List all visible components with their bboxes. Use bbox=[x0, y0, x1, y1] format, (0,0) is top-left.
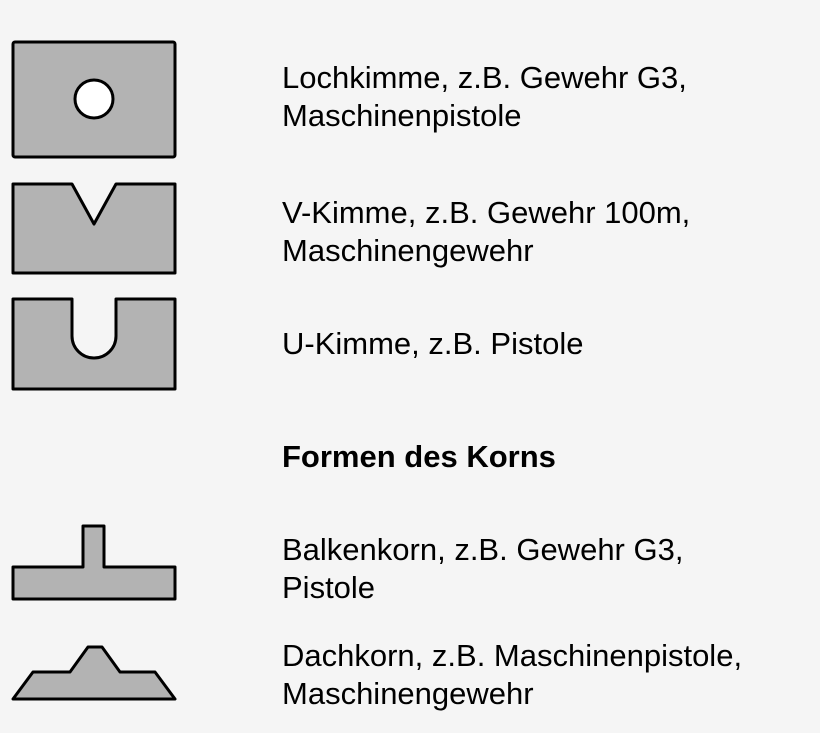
label-dachkorn-line2: Maschinengewehr bbox=[282, 676, 534, 711]
label-v-kimme-line1: V-Kimme, z.B. Gewehr 100m, bbox=[282, 195, 691, 230]
section-heading-korn: Formen des Korns bbox=[282, 439, 556, 474]
front-sight-post-icon bbox=[11, 524, 177, 601]
rear-sight-aperture-icon bbox=[11, 40, 177, 159]
label-balkenkorn-line2: Pistole bbox=[282, 570, 376, 605]
label-u-kimme-line1: U-Kimme, z.B. Pistole bbox=[282, 326, 584, 361]
label-balkenkorn-line1: Balkenkorn, z.B. Gewehr G3, bbox=[282, 532, 684, 567]
label-balkenkorn: Balkenkorn, z.B. Gewehr G3, Pistole bbox=[282, 531, 683, 607]
label-v-kimme: V-Kimme, z.B. Gewehr 100m, Maschinengewe… bbox=[282, 194, 690, 270]
front-sight-roof-icon bbox=[11, 645, 177, 701]
label-v-kimme-line2: Maschinengewehr bbox=[282, 233, 534, 268]
rear-sight-v-notch-icon bbox=[11, 182, 177, 275]
label-dachkorn: Dachkorn, z.B. Maschinenpistole, Maschin… bbox=[282, 637, 742, 713]
label-lochkimme: Lochkimme, z.B. Gewehr G3, Maschinenpist… bbox=[282, 59, 687, 135]
label-u-kimme: U-Kimme, z.B. Pistole bbox=[282, 325, 583, 363]
label-dachkorn-line1: Dachkorn, z.B. Maschinenpistole, bbox=[282, 638, 743, 673]
rear-sight-u-notch-icon bbox=[11, 297, 177, 391]
label-lochkimme-line2: Maschinenpistole bbox=[282, 98, 522, 133]
label-lochkimme-line1: Lochkimme, z.B. Gewehr G3, bbox=[282, 60, 687, 95]
